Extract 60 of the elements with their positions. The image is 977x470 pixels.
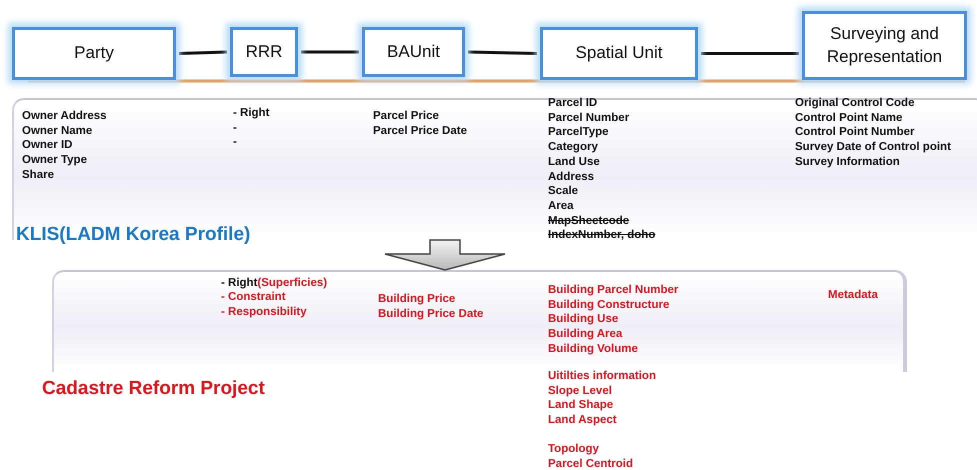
class-box <box>802 11 967 80</box>
attribute-text: IndexNumber, doho <box>548 228 656 243</box>
attribute-text: MapSheetcode <box>548 214 630 228</box>
attribute-text: Survey Date of Control point <box>795 140 951 155</box>
class-name: Spatial Unit <box>576 42 662 64</box>
attribute-text: Share <box>22 168 54 182</box>
class-box <box>230 27 298 77</box>
attribute-text: - <box>233 135 237 150</box>
attribute-text: - Constraint <box>221 290 286 305</box>
connector-line <box>701 52 799 55</box>
attribute-text: Topology <box>548 442 599 457</box>
attribute-text: Control Point Number <box>795 125 914 140</box>
attribute-text: Parcel Centroid <box>548 456 633 470</box>
attribute-text: Category <box>548 140 598 155</box>
connector-line <box>301 50 359 54</box>
attribute-text: Slope Level <box>548 384 612 398</box>
attribute-text: Area <box>548 198 574 214</box>
attribute-text: Land Shape <box>548 398 614 414</box>
class-box <box>362 27 465 77</box>
attribute-text: Owner ID <box>22 138 72 154</box>
attribute-text: Land Aspect <box>548 413 617 428</box>
attribute-text: Uitilties information <box>548 369 656 384</box>
attribute-text: Land Use <box>548 154 600 170</box>
attribute-text: Parcel ID <box>548 96 598 111</box>
attribute-text: Original Control Code <box>795 96 914 111</box>
attribute-text: - Responsibility <box>221 304 307 320</box>
section-heading: Cadastre Reform Project <box>42 378 265 400</box>
attribute-text: Survey Information <box>795 154 900 170</box>
attribute-text: Control Point Name <box>795 110 902 126</box>
attribute-text: - <box>233 120 237 136</box>
attribute-text: Building Price Date <box>378 306 484 322</box>
attribute-text: Building Use <box>548 312 618 328</box>
connector-line <box>178 50 228 55</box>
section-heading: KLIS(LADM Korea Profile) <box>16 224 250 246</box>
block-arrow <box>384 239 506 271</box>
connector-line <box>468 50 538 55</box>
attribute-text: (Superficies) <box>257 276 328 291</box>
class-name: BAUnit <box>387 40 440 63</box>
attribute-text: Metadata <box>828 288 878 303</box>
attribute-text: Owner Address <box>22 109 107 124</box>
class-name: RRR <box>246 40 282 63</box>
class-box <box>540 27 698 80</box>
attribute-text: - Right <box>221 276 258 291</box>
attribute-text: Building Constructure <box>548 298 670 312</box>
attribute-text: Scale <box>548 184 578 199</box>
attribute-text: Address <box>548 170 594 184</box>
attribute-text: ParcelType <box>548 125 609 140</box>
attribute-text: Owner Type <box>22 153 87 168</box>
attribute-text: Building Area <box>548 327 622 342</box>
attribute-text: Building Parcel Number <box>548 283 678 298</box>
attribute-text: Building Volume <box>548 342 638 356</box>
attribute-text: Building Price <box>378 292 456 307</box>
attribute-text: Owner Name <box>22 124 92 138</box>
class-box <box>12 27 176 80</box>
attribute-text: - Right <box>233 106 270 121</box>
attribute-text: Parcel Price Date <box>373 124 467 138</box>
attribute-text: Parcel Price <box>373 109 439 124</box>
class-name: Party <box>74 42 114 64</box>
attribute-text: Parcel Number <box>548 110 630 126</box>
class-name: Surveying and Representation <box>826 22 944 68</box>
